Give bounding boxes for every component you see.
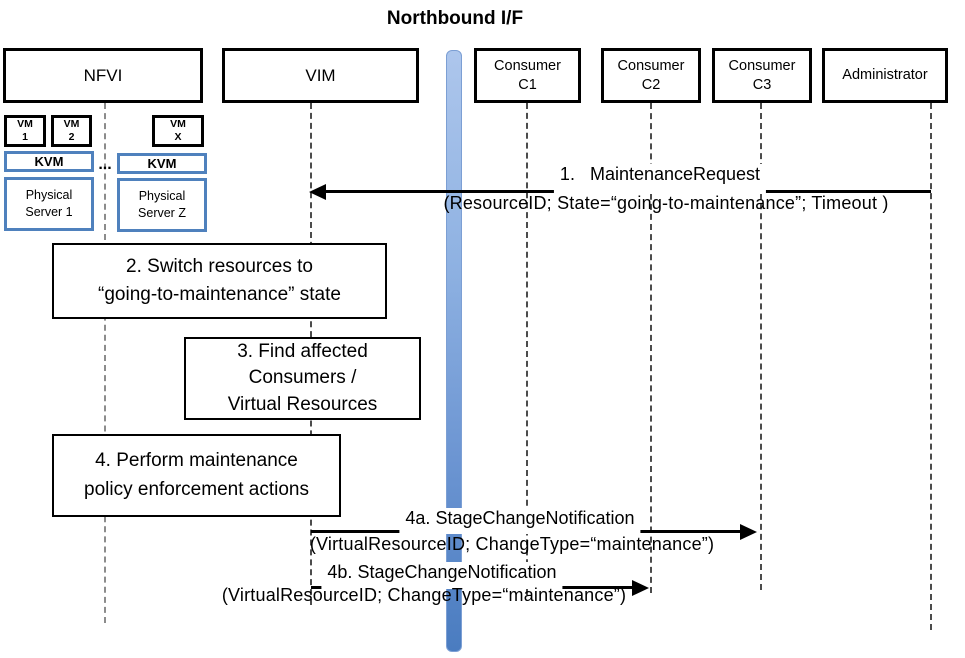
actor-box-consumer-c1: Consumer C1 bbox=[474, 48, 581, 103]
actor-box-nfvi: NFVI bbox=[3, 48, 203, 103]
actor-label-consumer-c2-line2: C2 bbox=[641, 76, 661, 93]
step3-box: 3. Find affected Consumers / Virtual Res… bbox=[184, 337, 421, 420]
message4a-arrowhead-right-icon bbox=[740, 524, 757, 540]
message4b-params: (VirtualResourceID; ChangeType=“maintena… bbox=[221, 585, 627, 605]
actor-label-consumer-c3-line2: C3 bbox=[752, 76, 772, 93]
message4b-arrowhead-right-icon bbox=[632, 580, 649, 596]
actor-label-consumer-c1-line1: Consumer bbox=[494, 58, 561, 75]
actor-label-nfvi: NFVI bbox=[83, 65, 123, 85]
step2-box: 2. Switch resources to “going-to-mainten… bbox=[52, 243, 387, 319]
message1-params: (ResourceID; State=“going-to-maintenance… bbox=[443, 193, 889, 213]
kvm2-box: KVM bbox=[117, 153, 207, 174]
step4-line2: policy enforcement actions bbox=[84, 478, 309, 500]
lifeline-administrator bbox=[930, 103, 932, 630]
physical-server1-box: Physical Server 1 bbox=[4, 177, 94, 231]
physical-server1-line1: Physical bbox=[25, 188, 73, 203]
kvm1-label: KVM bbox=[34, 154, 64, 169]
actor-label-vim: VIM bbox=[305, 65, 336, 85]
actor-label-administrator: Administrator bbox=[842, 67, 928, 84]
actor-box-administrator: Administrator bbox=[822, 48, 948, 103]
physical-serverz-line1: Physical bbox=[138, 189, 186, 204]
actor-label-consumer-c2-line1: Consumer bbox=[617, 58, 685, 75]
step4-box: 4. Perform maintenance policy enforcemen… bbox=[52, 434, 341, 517]
vmx-label-line1: VM bbox=[170, 118, 186, 131]
diagram-title: Northbound I/F bbox=[386, 8, 524, 29]
vm1-label-line2: 1 bbox=[22, 131, 28, 143]
message4a-label: 4a. StageChangeNotification bbox=[399, 508, 641, 534]
message4b-label: 4b. StageChangeNotification bbox=[321, 562, 563, 589]
message4a-params: (VirtualResourceID; ChangeType=“maintena… bbox=[309, 534, 715, 554]
vmx-box: VM X bbox=[152, 115, 204, 147]
actor-box-consumer-c3: Consumer C3 bbox=[712, 48, 812, 103]
vmx-label-line2: X bbox=[174, 131, 182, 143]
lifeline-nfvi bbox=[104, 103, 106, 623]
step2-line1: 2. Switch resources to bbox=[126, 255, 313, 277]
step2-line2: “going-to-maintenance” state bbox=[98, 284, 341, 305]
vm1-box: VM 1 bbox=[4, 115, 46, 147]
step3-line3: Virtual Resources bbox=[227, 393, 378, 415]
actor-box-vim: VIM bbox=[222, 48, 419, 103]
actor-box-consumer-c2: Consumer C2 bbox=[601, 48, 701, 103]
northbound-interface-bar bbox=[446, 50, 462, 652]
vm1-label-line1: VM bbox=[17, 118, 33, 131]
lifeline-consumer-c3 bbox=[760, 103, 762, 590]
physical-serverz-box: Physical Server Z bbox=[117, 178, 207, 232]
step4-line1: 4. Perform maintenance bbox=[95, 450, 298, 471]
vm2-label-line1: VM bbox=[63, 118, 80, 131]
vm2-label-line2: 2 bbox=[68, 131, 75, 143]
message1-label: 1. MaintenanceRequest bbox=[553, 164, 767, 194]
step3-line2: Consumers / bbox=[248, 367, 357, 389]
step3-line1: 3. Find affected bbox=[237, 340, 368, 362]
physical-server1-line2: Server 1 bbox=[25, 205, 73, 219]
kvm2-label: KVM bbox=[147, 156, 177, 171]
vm2-box: VM 2 bbox=[51, 115, 92, 147]
kvm1-box: KVM bbox=[4, 151, 94, 172]
actor-label-consumer-c1-line2: C1 bbox=[518, 76, 537, 93]
ellipsis-dots: ... bbox=[98, 156, 112, 173]
lifeline-consumer-c2 bbox=[650, 103, 652, 593]
message1-arrowhead-left-icon bbox=[309, 184, 326, 200]
lifeline-consumer-c1 bbox=[526, 103, 528, 595]
actor-label-consumer-c3-line1: Consumer bbox=[728, 58, 796, 75]
physical-serverz-line2: Server Z bbox=[138, 206, 186, 220]
